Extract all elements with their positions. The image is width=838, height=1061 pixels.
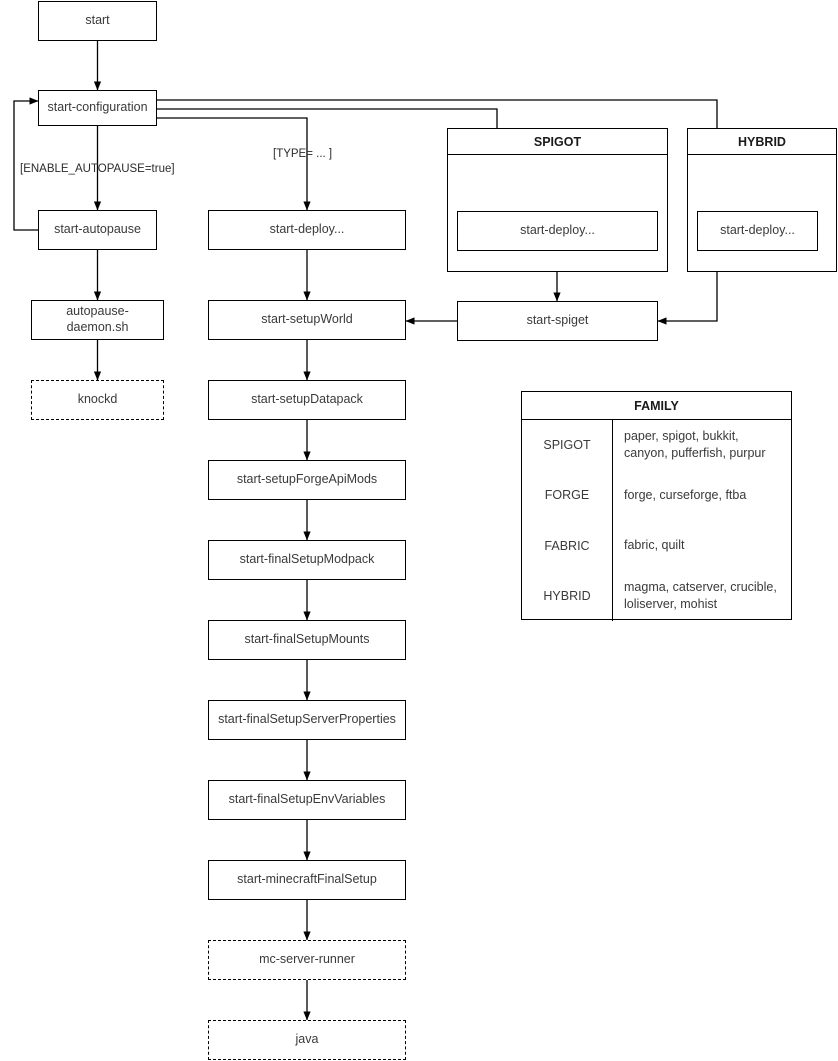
node-java[interactable]: java: [208, 1020, 406, 1060]
family-legend-body: SPIGOT paper, spigot, bukkit, canyon, pu…: [522, 420, 791, 621]
edge-configuration-to-deploy-spigot: [157, 108, 501, 212]
node-start-setupworld[interactable]: start-setupWorld: [208, 300, 406, 340]
node-start-deploy-hybrid[interactable]: start-deploy...: [697, 211, 818, 251]
node-start-finalsetupenvvariables[interactable]: start-finalSetupEnvVariables: [208, 780, 406, 820]
group-hybrid-title: HYBRID: [688, 129, 836, 155]
node-start[interactable]: start: [38, 1, 157, 41]
family-legend-row: FORGE forge, curseforge, ftba: [522, 470, 791, 520]
node-start-spiget[interactable]: start-spiget: [457, 301, 658, 341]
family-value-spigot: paper, spigot, bukkit, canyon, pufferfis…: [624, 429, 766, 461]
edge-label-type: [TYPE= ... ]: [273, 148, 333, 160]
family-legend-row: HYBRID magma, catserver, crucible, lolis…: [522, 571, 791, 621]
family-value-fabric: fabric, quilt: [624, 538, 685, 553]
node-start-finalsetupmounts[interactable]: start-finalSetupMounts: [208, 620, 406, 660]
node-start-setupdatapack[interactable]: start-setupDatapack: [208, 380, 406, 420]
node-start-deploy-spigot[interactable]: start-deploy...: [457, 211, 658, 251]
family-key-hybrid: HYBRID: [543, 588, 591, 603]
node-start-setupforgeapimods[interactable]: start-setupForgeApiMods: [208, 460, 406, 500]
node-start-finalsetupserverproperties[interactable]: start-finalSetupServerProperties: [208, 700, 406, 740]
family-key-forge: FORGE: [544, 488, 590, 503]
family-key-fabric: FABRIC: [544, 538, 590, 553]
node-start-autopause[interactable]: start-autopause: [38, 210, 157, 250]
node-knockd[interactable]: knockd: [31, 380, 164, 420]
node-start-finalsetupmodpack[interactable]: start-finalSetupModpack: [208, 540, 406, 580]
family-value-forge: forge, curseforge, ftba: [624, 487, 747, 502]
edge-configuration-to-deploy-main: [157, 117, 311, 211]
group-spigot-title: SPIGOT: [448, 129, 667, 155]
node-start-minecraftfinalsetup[interactable]: start-minecraftFinalSetup: [208, 860, 406, 900]
family-value-hybrid: magma, catserver, crucible, loliserver, …: [624, 580, 777, 611]
family-legend: FAMILY SPIGOT paper, spigot, bukkit, can…: [521, 391, 792, 621]
node-mc-server-runner[interactable]: mc-server-runner: [208, 940, 406, 980]
family-legend-row: FABRIC fabric, quilt: [522, 521, 791, 571]
edge-label-enable-autopause: [ENABLE_AUTOPAUSE=true]: [20, 163, 175, 175]
family-legend-column-divider: [612, 420, 613, 621]
family-key-spigot: SPIGOT: [543, 438, 591, 453]
node-autopause-daemon-sh[interactable]: autopause-daemon.sh: [31, 300, 164, 340]
family-legend-row: SPIGOT paper, spigot, bukkit, canyon, pu…: [522, 420, 791, 470]
node-start-deploy-main[interactable]: start-deploy...: [208, 210, 406, 250]
family-legend-title: FAMILY: [522, 392, 791, 420]
node-start-configuration[interactable]: start-configuration: [38, 90, 157, 126]
